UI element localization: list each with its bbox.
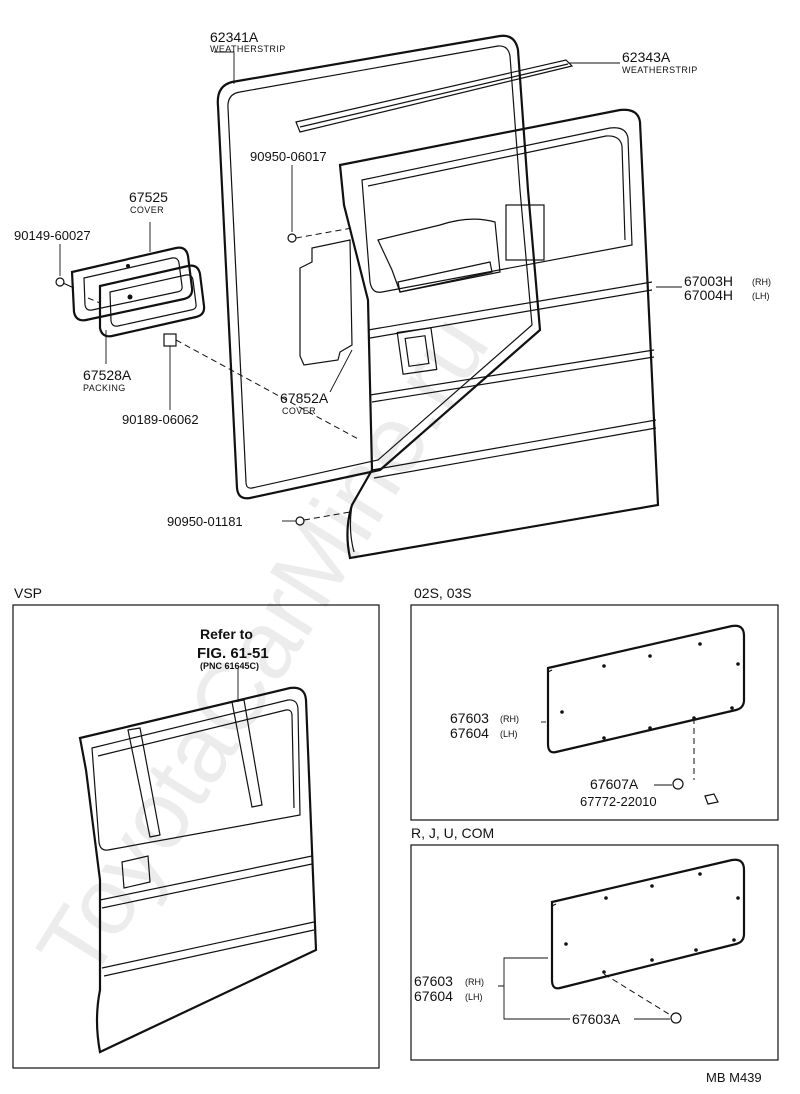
part-number-90189-06062: 90189-06062 <box>122 412 199 427</box>
part-number-67003h: 67003H <box>684 273 733 289</box>
part-number-62343a: 62343A <box>622 49 671 65</box>
part-number-67004h: 67004H <box>684 287 733 303</box>
box-rju-part-67604: 67604 <box>414 988 453 1004</box>
caption-cover-67525: COVER <box>130 205 164 215</box>
box-rju-part-67603a: 67603A <box>572 1011 621 1027</box>
box-02s-part-67772-22010: 67772-22010 <box>580 794 657 809</box>
part-number-90950-01181: 90950-01181 <box>167 514 243 529</box>
clip-90950-06017-drawing <box>287 233 297 243</box>
refer-to-text: Refer to <box>200 626 253 642</box>
vsp-frame <box>12 604 380 1069</box>
clip-90189-drawing <box>163 333 177 347</box>
box-02s-header: 02S, 03S <box>414 585 472 601</box>
caption-weatherstrip-62343a: WEATHERSTRIP <box>622 65 698 75</box>
door-panel-drawing <box>338 108 660 560</box>
box-rju-part-67603: 67603 <box>414 973 453 989</box>
leader-lines-main <box>59 51 682 522</box>
box-rju-suffix-lh: (LH) <box>465 992 483 1002</box>
box-02s-part-67607a: 67607A <box>590 776 639 792</box>
fig-reference: FIG. 61-51 <box>197 645 269 662</box>
box-rju-header: R, J, U, COM <box>411 825 494 841</box>
assembly-lines <box>87 227 361 521</box>
box-rju-leader-trim <box>498 957 570 1020</box>
cover-67525-drawing <box>70 246 194 322</box>
suffix-lh-67004h: (LH) <box>752 291 770 301</box>
clip-67607a-drawing <box>672 778 684 790</box>
box-02s-suffix-rh: (RH) <box>500 714 519 724</box>
part-number-67525: 67525 <box>129 189 168 205</box>
box-rju-assembly-line <box>603 973 673 1017</box>
screw-90149-drawing <box>55 277 75 289</box>
vsp-header: VSP <box>14 585 42 601</box>
box-rju-frame <box>410 844 779 1061</box>
box-02s-suffix-lh: (LH) <box>500 729 518 739</box>
pnc-reference: (PNC 61645C) <box>200 661 259 671</box>
part-number-90149-60027: 90149-60027 <box>14 228 91 243</box>
trim-panel-rju-drawing <box>550 858 746 990</box>
vsp-door-drawing <box>78 686 318 1054</box>
box-rju-suffix-rh: (RH) <box>465 977 484 987</box>
box-02s-part-67603: 67603 <box>450 710 489 726</box>
part-number-62341a: 62341A <box>210 29 259 45</box>
caption-weatherstrip-62341a: WEATHERSTRIP <box>210 44 286 54</box>
weatherstrip-62341a-drawing <box>216 34 542 500</box>
weatherstrip-62343a-drawing <box>295 59 574 133</box>
trim-panel-02s-drawing <box>546 624 746 754</box>
diagram-code: MB M439 <box>706 1070 762 1085</box>
box-02s-frame <box>410 604 779 821</box>
part-number-67852a: 67852A <box>280 390 329 406</box>
packing-67528a-drawing <box>98 264 206 338</box>
part-number-67528a: 67528A <box>83 367 132 383</box>
box-02s-part-67604: 67604 <box>450 725 489 741</box>
suffix-rh-67003h: (RH) <box>752 277 771 287</box>
cover-67852a-drawing <box>299 239 353 366</box>
part-number-90950-06017: 90950-06017 <box>250 149 327 164</box>
caption-packing-67528a: PACKING <box>83 383 126 393</box>
caption-cover-67852a: COVER <box>282 406 316 416</box>
clip-67772-drawing <box>704 793 719 805</box>
clip-67603a-drawing <box>670 1012 682 1024</box>
